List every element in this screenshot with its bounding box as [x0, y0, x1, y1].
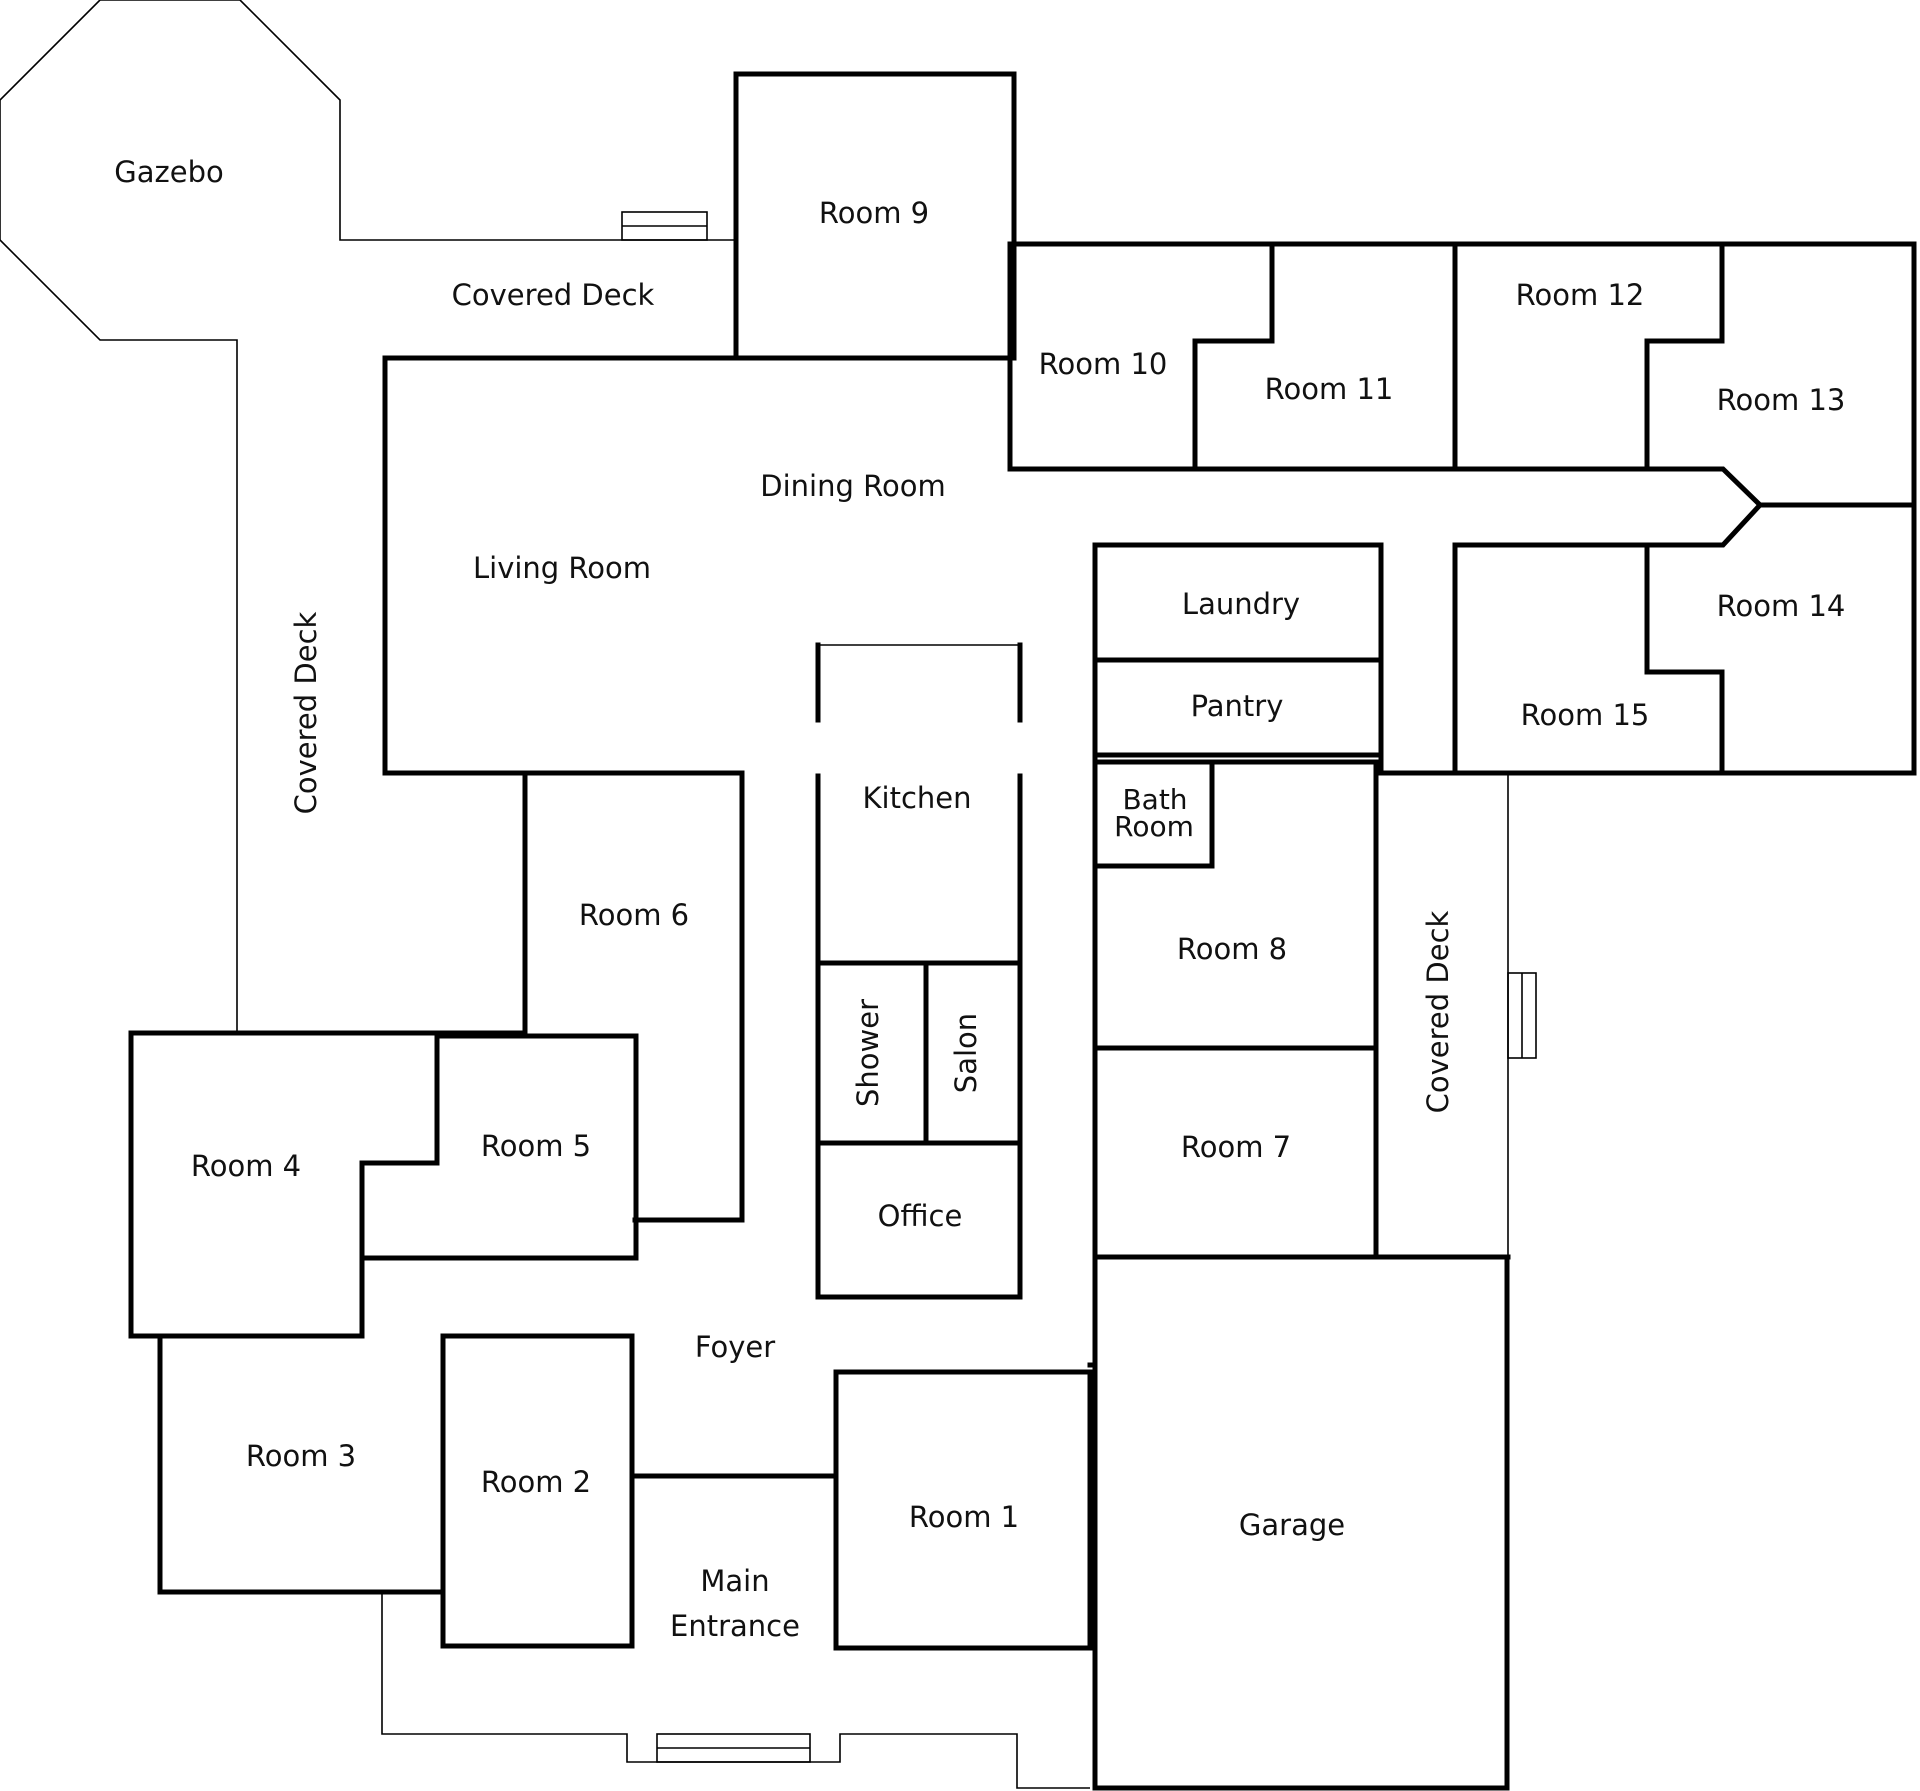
label-room-9: Room 9 — [819, 196, 929, 230]
room-12-13-divider — [1644, 241, 1725, 472]
label-shower: Shower — [851, 999, 885, 1107]
right-wing-outer-wall — [1011, 241, 1917, 776]
label-laundry: Laundry — [1182, 587, 1300, 621]
label-room-5: Room 5 — [481, 1129, 591, 1163]
front-porch-outline — [381, 1593, 1090, 1789]
label-pantry: Pantry — [1191, 689, 1284, 723]
room-5-walls — [359, 1033, 639, 1261]
label-garage: Garage — [1239, 1508, 1345, 1542]
room-10-11-divider — [1192, 241, 1275, 472]
label-room-3: Room 3 — [246, 1439, 356, 1473]
label-room-10: Room 10 — [1039, 347, 1168, 381]
label-room-11: Room 11 — [1265, 372, 1394, 406]
room-6-walls — [522, 770, 745, 1223]
upper-rooms-bottom-wall — [1007, 466, 1764, 776]
gazebo-and-deck-outline — [0, 0, 735, 1032]
label-main-entrance-line-1: Main — [700, 1564, 769, 1598]
label-bath-room-line-1: Bath — [1122, 783, 1187, 816]
label-main-entrance-line-2: Entrance — [670, 1609, 800, 1643]
outer-deck-outline — [0, 0, 1537, 1789]
label-covered-deck-top: Covered Deck — [452, 278, 655, 312]
label-living-room: Living Room — [473, 551, 651, 585]
label-dining-room: Dining Room — [760, 469, 945, 503]
label-kitchen: Kitchen — [863, 781, 972, 815]
label-room-14: Room 14 — [1717, 589, 1846, 623]
room-4-walls — [128, 1030, 528, 1339]
room-1-walls — [833, 1369, 1093, 1651]
room-14-15-divider — [1644, 542, 1725, 776]
bath-room-walls — [1092, 759, 1215, 869]
room-9-walls — [733, 71, 1017, 361]
label-foyer: Foyer — [695, 1330, 775, 1364]
label-gazebo: Gazebo — [114, 155, 223, 189]
label-office: Office — [878, 1199, 963, 1233]
label-room-8: Room 8 — [1177, 932, 1287, 966]
living-dining-outer-wall — [382, 355, 1013, 1035]
room-labels: Gazebo Covered Deck Covered Deck Covered… — [114, 155, 1845, 1643]
label-room-13: Room 13 — [1717, 383, 1846, 417]
label-salon: Salon — [949, 1013, 983, 1093]
label-room-4: Room 4 — [191, 1149, 301, 1183]
label-room-1: Room 1 — [909, 1500, 1019, 1534]
label-covered-deck-right: Covered Deck — [1421, 910, 1455, 1113]
label-room-7: Room 7 — [1181, 1130, 1291, 1164]
label-room-6: Room 6 — [579, 898, 689, 932]
label-bath-room-line-2: Room — [1114, 810, 1194, 843]
label-room-2: Room 2 — [481, 1465, 591, 1499]
room-2-walls — [440, 1333, 635, 1649]
label-room-15: Room 15 — [1521, 698, 1650, 732]
thick-walls — [128, 71, 1917, 1791]
label-room-12: Room 12 — [1516, 278, 1645, 312]
garage-walls — [1092, 1254, 1510, 1791]
room-8-7-right-wall — [1092, 759, 1379, 1260]
label-covered-deck-left: Covered Deck — [289, 611, 323, 814]
